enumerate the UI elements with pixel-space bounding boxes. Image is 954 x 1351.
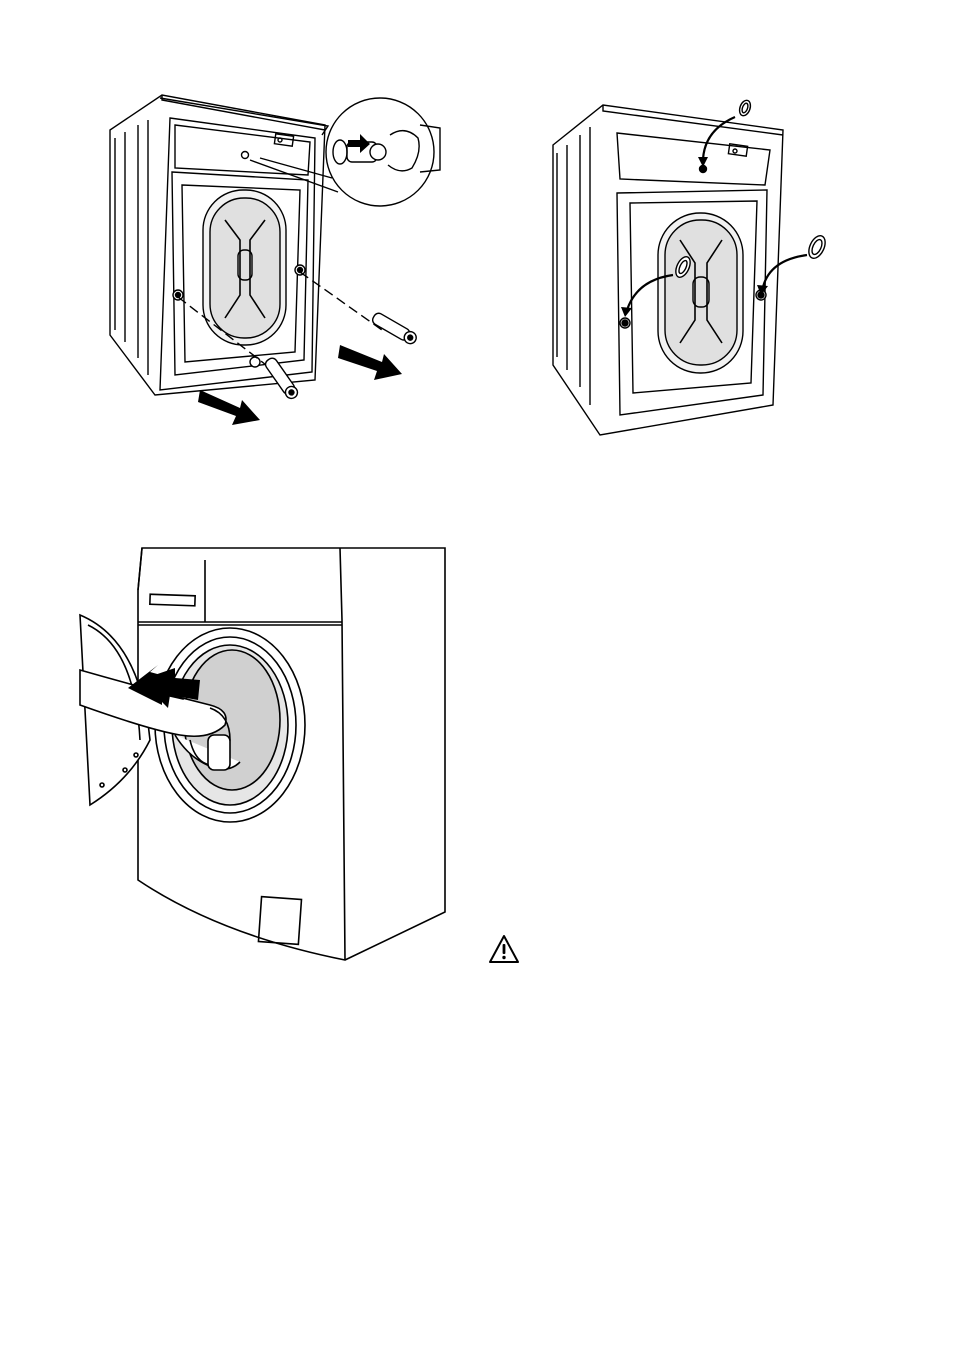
removal-arrow-icon	[198, 390, 260, 425]
warning-triangle-icon	[488, 934, 520, 964]
removal-arrow-icon-2	[338, 345, 402, 380]
figure-remove-transit-bolts	[100, 90, 450, 435]
figure-insert-plastic-caps	[545, 95, 845, 440]
washing-machine-front-illustration	[80, 540, 455, 965]
figure-remove-packing-from-drum	[80, 540, 455, 965]
washing-machine-rear-illustration	[100, 90, 450, 435]
washing-machine-caps-illustration	[545, 95, 845, 440]
